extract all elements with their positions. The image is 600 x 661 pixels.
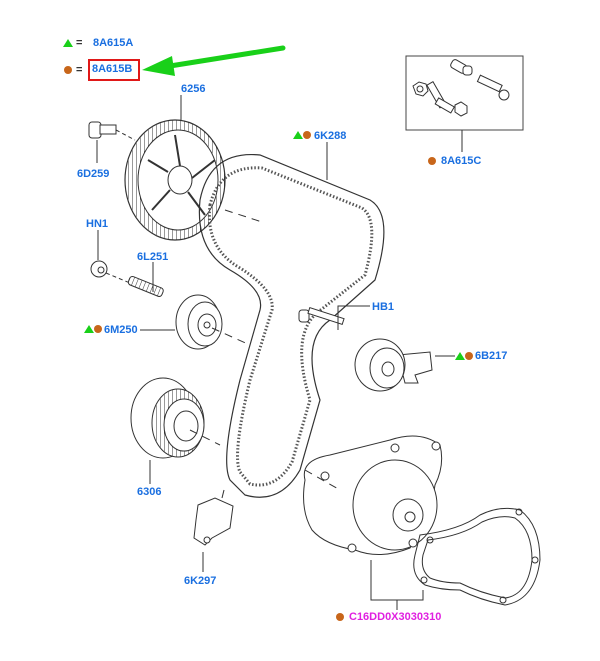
part-label-6l251[interactable]: 6L251	[137, 251, 169, 263]
triangle-marker-icon	[84, 325, 94, 333]
legend-code-8a615a[interactable]: 8A615A	[93, 37, 134, 49]
triangle-marker-icon	[293, 131, 303, 139]
green-arrow-icon	[142, 45, 286, 76]
timing-belt	[198, 142, 385, 498]
bolt-kit-box	[405, 55, 524, 152]
circle-marker-icon	[428, 157, 436, 165]
circle-marker-icon	[303, 131, 311, 139]
part-label-6m250[interactable]: 6M250	[104, 324, 138, 336]
stud-6l251	[127, 262, 164, 297]
belt-guide	[193, 489, 234, 572]
legend-code-8a615b[interactable]: 8A615B	[92, 63, 133, 75]
part-label-6306[interactable]: 6306	[137, 486, 162, 498]
legend-equals: =	[76, 37, 83, 49]
camshaft-sprocket	[124, 95, 226, 241]
part-label-6d259[interactable]: 6D259	[77, 168, 110, 180]
circle-marker-icon	[336, 613, 344, 621]
bolt-hb1	[298, 305, 370, 330]
part-label-6b217[interactable]: 6B217	[475, 350, 508, 362]
circle-legend-icon	[64, 66, 72, 74]
legend-equals: =	[76, 64, 83, 76]
idler-pulley	[140, 294, 251, 350]
part-label-6k288[interactable]: 6K288	[314, 130, 347, 142]
part-label-6k297[interactable]: 6K297	[184, 575, 217, 587]
bolt-6d259	[88, 121, 136, 163]
crank-sprocket	[130, 377, 221, 484]
tensioner	[354, 338, 455, 392]
gasket	[413, 507, 541, 606]
part-label-8a615c[interactable]: 8A615C	[441, 155, 482, 167]
pump-leader-line	[370, 560, 424, 610]
part-label-6256[interactable]: 6256	[181, 83, 206, 95]
nut-hn1	[90, 230, 131, 284]
part-label-c16dd0x3030310[interactable]: C16DD0X3030310	[349, 611, 442, 623]
circle-marker-icon	[94, 325, 102, 333]
part-label-hb1[interactable]: HB1	[372, 301, 395, 313]
water-pump	[303, 435, 443, 555]
triangle-marker-icon	[455, 352, 465, 360]
highlight-box	[88, 59, 140, 81]
circle-marker-icon	[465, 352, 473, 360]
triangle-legend-icon	[63, 39, 73, 47]
part-label-hn1[interactable]: HN1	[86, 218, 109, 230]
